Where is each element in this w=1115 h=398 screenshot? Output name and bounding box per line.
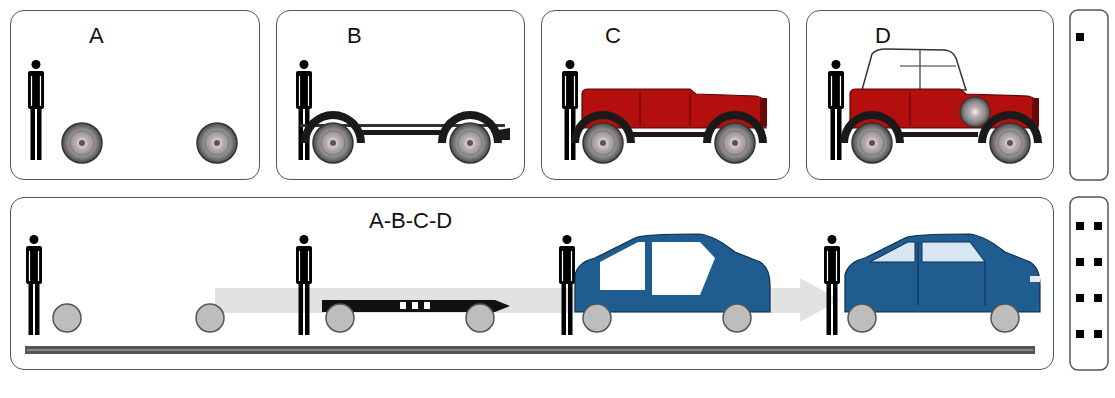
stage-box: D xyxy=(806,10,1054,180)
blue-car-body xyxy=(575,234,770,332)
assembly-line-box: A-B-C-D xyxy=(10,197,1054,370)
wheel xyxy=(197,123,237,163)
worker-icon xyxy=(296,235,312,335)
wheel xyxy=(62,123,102,163)
stage-box: C xyxy=(541,10,790,180)
red-car-body xyxy=(571,89,767,163)
wheel xyxy=(196,304,224,332)
stage-box: B xyxy=(276,10,525,180)
worker-icon xyxy=(828,60,844,160)
box-label: D xyxy=(875,25,891,47)
worker-icon xyxy=(824,235,840,335)
worker-icon xyxy=(562,60,578,160)
box-label: A xyxy=(89,25,104,47)
box-label: C xyxy=(605,25,621,47)
box-label: A-B-C-D xyxy=(369,210,452,232)
flow-band xyxy=(215,278,840,322)
side-box xyxy=(1070,197,1108,370)
side-box xyxy=(1070,10,1108,180)
chassis xyxy=(300,111,510,163)
worker-icon xyxy=(28,60,44,160)
worker-icon xyxy=(296,60,312,160)
worker-icon xyxy=(559,235,575,335)
blue-car-complete xyxy=(845,234,1040,332)
count-squares xyxy=(1076,222,1102,338)
stage-box: A xyxy=(10,10,260,180)
box-label: B xyxy=(347,25,362,47)
wheel xyxy=(53,304,81,332)
platform-chassis xyxy=(322,300,510,332)
conveyor xyxy=(25,346,1035,354)
count-square xyxy=(1076,33,1084,41)
red-car-complete xyxy=(840,49,1042,163)
worker-icon xyxy=(26,235,42,335)
